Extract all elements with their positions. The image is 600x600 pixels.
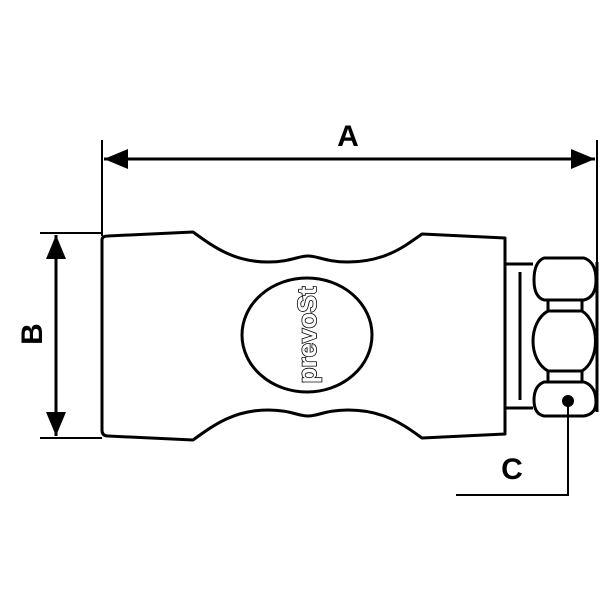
logo-text: prevoSt <box>292 286 322 383</box>
hex-nut <box>505 256 599 418</box>
nut-bottom-band <box>546 371 584 384</box>
nut-center-face <box>531 309 597 373</box>
nut-top-flat <box>532 256 598 302</box>
brand-logo: prevoSt <box>240 276 374 394</box>
coupling-body <box>100 230 507 442</box>
neck <box>505 262 533 410</box>
dimension-b: B <box>16 232 102 439</box>
label-c: C <box>501 453 523 486</box>
nut-top-band <box>546 300 584 313</box>
label-b: B <box>16 323 49 345</box>
dimension-a: A <box>101 120 598 262</box>
nut-bottom-flat <box>532 380 598 418</box>
label-a: A <box>337 120 359 153</box>
dimension-c: C <box>456 395 574 496</box>
logo-circle <box>240 276 374 394</box>
leader-line-c <box>456 401 569 496</box>
